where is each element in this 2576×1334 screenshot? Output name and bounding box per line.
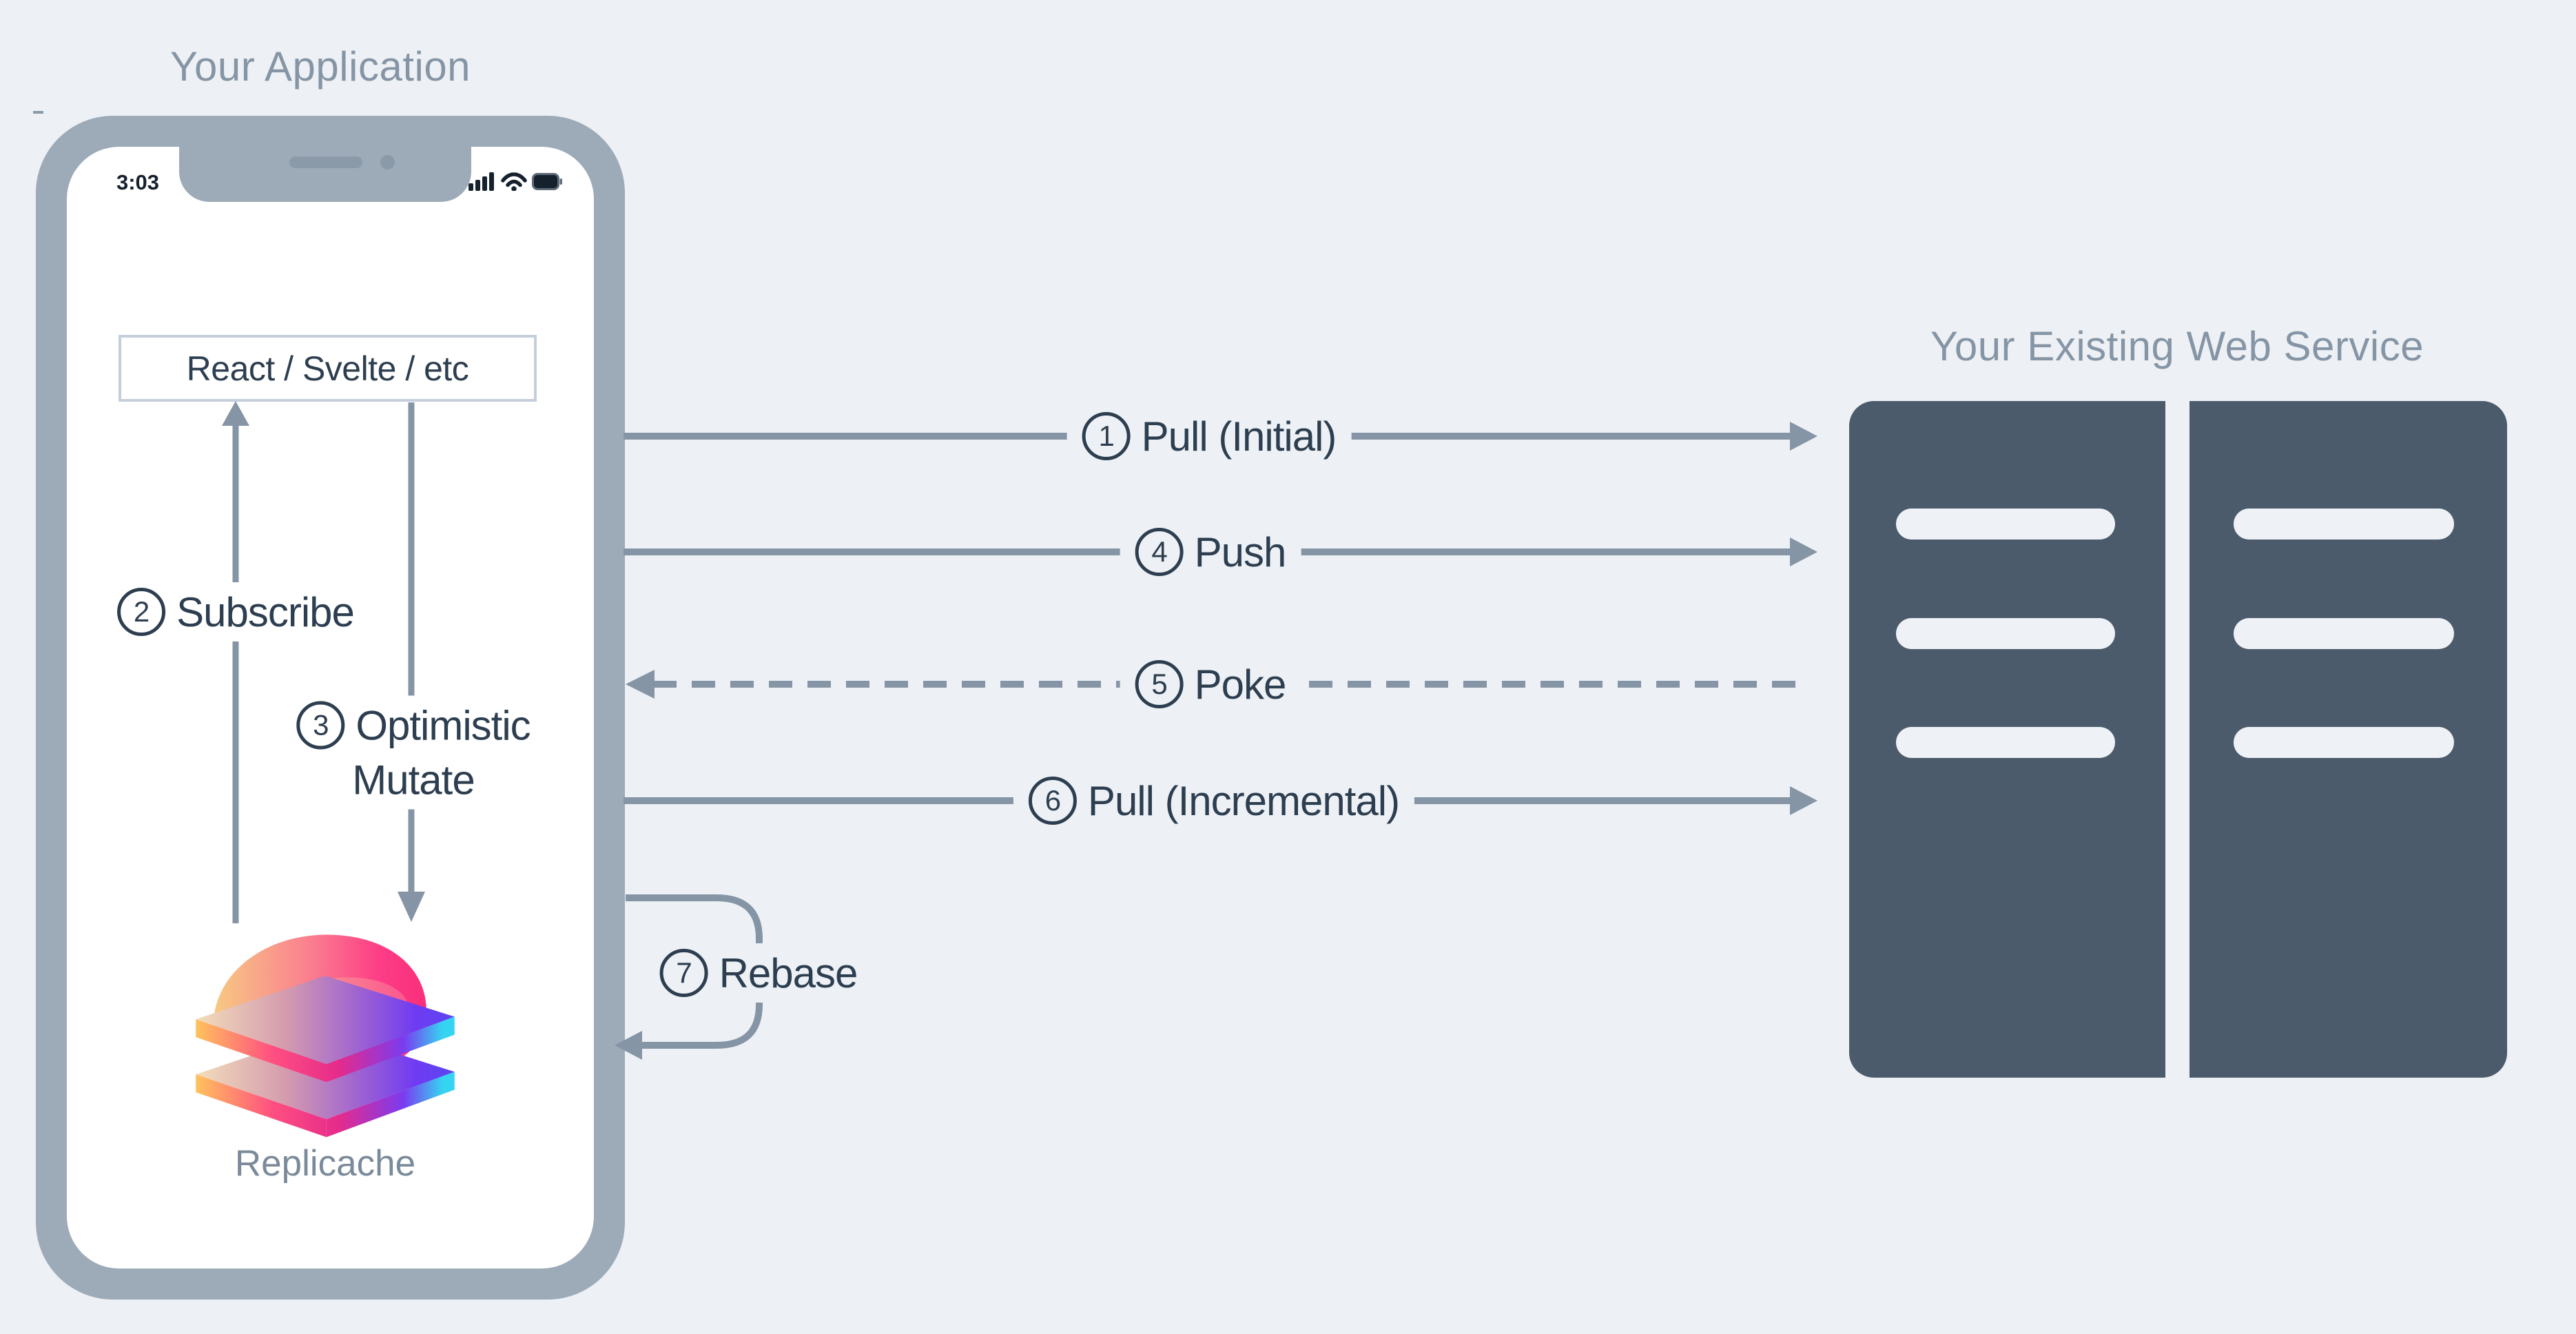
server-slot xyxy=(1896,509,2115,540)
corner-dash-artifact xyxy=(33,111,43,114)
server-slot xyxy=(2234,618,2454,649)
push-number-badge: 4 xyxy=(1135,528,1184,576)
app-title: Your Application xyxy=(169,43,471,90)
camera-icon xyxy=(380,155,395,170)
ui-framework-label: React / Svelte / etc xyxy=(186,349,469,388)
server-slot xyxy=(2234,727,2454,758)
poke-label-text: Poke xyxy=(1194,661,1287,708)
pull-initial-label: 1 Pull (Initial) xyxy=(1067,407,1352,466)
logo-layer-top xyxy=(196,976,455,1082)
signal-strength-icon xyxy=(468,172,494,191)
ui-framework-box: React / Svelte / etc xyxy=(119,335,537,402)
optimistic-mutate-arrow xyxy=(398,402,425,922)
optimistic-mutate-label-line2: Mutate xyxy=(352,757,475,803)
push-label-text: Push xyxy=(1194,529,1287,575)
status-icons xyxy=(468,172,562,191)
wifi-icon xyxy=(501,172,527,191)
server-slot xyxy=(2234,509,2454,540)
rebase-number-badge: 7 xyxy=(659,949,708,997)
server-slot xyxy=(1896,727,2115,758)
subscribe-arrow xyxy=(222,401,249,923)
status-time: 3:03 xyxy=(116,170,160,194)
server-split-gap xyxy=(2165,401,2189,1078)
pull-incremental-label: 6 Pull (Incremental) xyxy=(1013,771,1415,830)
rebase-label-text: Rebase xyxy=(719,950,858,996)
optimistic-mutate-label: 3 Optimistic Mutate xyxy=(281,695,546,810)
pull-initial-label-text: Pull (Initial) xyxy=(1141,413,1337,460)
server-slot xyxy=(1896,618,2115,649)
optimistic-mutate-label-line1: Optimistic xyxy=(356,702,530,748)
poke-label: 5 Poke xyxy=(1120,655,1301,714)
rebase-label: 7 Rebase xyxy=(644,943,873,1003)
pull-incremental-label-text: Pull (Incremental) xyxy=(1087,777,1400,824)
subscribe-label: 2 Subscribe xyxy=(102,582,369,642)
pull-initial-number-badge: 1 xyxy=(1082,412,1131,460)
push-label: 4 Push xyxy=(1120,522,1301,582)
poke-number-badge: 5 xyxy=(1135,660,1184,708)
service-title: Your Existing Web Service xyxy=(1930,323,2424,369)
replicache-logo xyxy=(196,934,455,1138)
battery-icon xyxy=(532,173,562,190)
speaker-grille-icon xyxy=(289,156,362,168)
subscribe-label-text: Subscribe xyxy=(176,588,355,635)
poke-arrow xyxy=(626,670,1800,699)
subscribe-number-badge: 2 xyxy=(117,588,166,636)
phone-notch xyxy=(179,147,471,202)
replicache-caption: Replicache xyxy=(234,1143,416,1184)
optimistic-mutate-number-badge: 3 xyxy=(296,701,345,750)
pull-incremental-number-badge: 6 xyxy=(1028,777,1077,825)
